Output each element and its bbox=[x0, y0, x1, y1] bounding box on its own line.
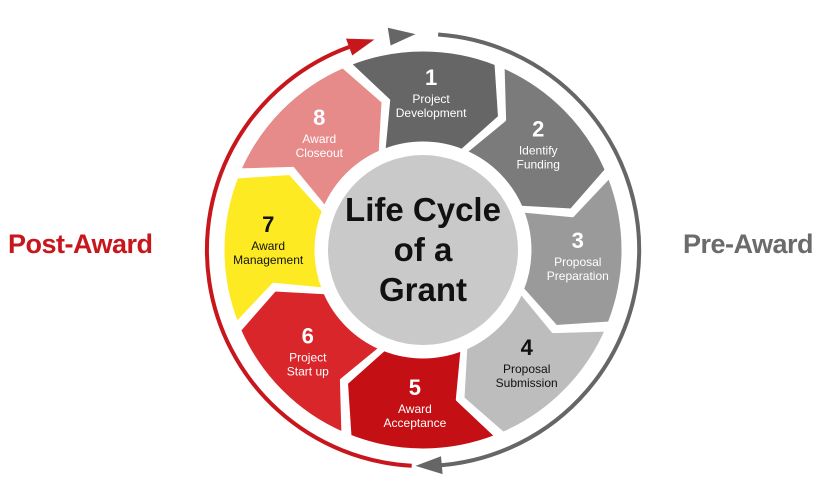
stage-text-3-2: Preparation bbox=[547, 269, 609, 283]
title-line-3: Grant bbox=[379, 271, 467, 308]
stage-text-8-1: Award bbox=[302, 132, 336, 146]
stage-number-7: 7 bbox=[262, 212, 274, 237]
stage-text-5-1: Award bbox=[398, 402, 432, 416]
stage-segment-3 bbox=[521, 175, 625, 328]
stage-number-2: 2 bbox=[532, 116, 544, 141]
stage-segment-6 bbox=[238, 288, 382, 435]
stage-text-4-1: Proposal bbox=[503, 362, 550, 376]
stage-text-7-2: Management bbox=[233, 253, 304, 267]
stage-number-4: 4 bbox=[521, 335, 534, 360]
post-award-arc bbox=[204, 45, 412, 468]
post-award-arrowhead bbox=[346, 38, 375, 56]
center-title-circle: Life Cycle of a Grant bbox=[322, 149, 524, 351]
center-circle bbox=[322, 149, 524, 351]
stage-text-4-2: Submission bbox=[496, 376, 558, 390]
stage-segment-8 bbox=[238, 65, 385, 209]
stage-number-8: 8 bbox=[313, 105, 325, 130]
pre-award-arc bbox=[434, 32, 642, 468]
stage-text-3-1: Proposal bbox=[554, 255, 601, 269]
stage-number-6: 6 bbox=[302, 324, 314, 349]
pre-award-end-arrowhead bbox=[415, 456, 443, 475]
stage-text-1-1: Project bbox=[412, 92, 450, 106]
stage-segment-2 bbox=[464, 65, 608, 212]
pre-award-label: Pre-Award bbox=[683, 229, 814, 259]
stage-segment-5 bbox=[345, 348, 498, 452]
stage-text-2-2: Funding bbox=[517, 157, 560, 171]
stage-number-3: 3 bbox=[572, 228, 584, 253]
stage-text-6-1: Project bbox=[289, 351, 327, 365]
stage-text-7-1: Award bbox=[251, 239, 285, 253]
stage-text-1-2: Development bbox=[396, 106, 467, 120]
pre-award-arrowhead bbox=[387, 27, 416, 46]
stage-labels: 1ProjectDevelopment2IdentifyFunding3Prop… bbox=[233, 65, 609, 430]
stage-number-1: 1 bbox=[425, 65, 437, 90]
title-line-2: of a bbox=[394, 231, 453, 268]
stage-number-5: 5 bbox=[409, 375, 421, 400]
stage-segment-4 bbox=[461, 291, 608, 435]
post-award-label: Post-Award bbox=[8, 229, 153, 259]
stage-text-5-2: Acceptance bbox=[384, 416, 447, 430]
stage-segment-7 bbox=[221, 172, 325, 325]
stage-text-6-2: Start up bbox=[287, 365, 329, 379]
stage-text-2-1: Identify bbox=[519, 143, 558, 157]
stage-segment-1 bbox=[348, 48, 501, 152]
stage-text-8-2: Closeout bbox=[296, 146, 344, 160]
stage-segments bbox=[221, 48, 625, 452]
outer-arrows bbox=[204, 27, 642, 475]
title-line-1: Life Cycle bbox=[345, 191, 501, 228]
